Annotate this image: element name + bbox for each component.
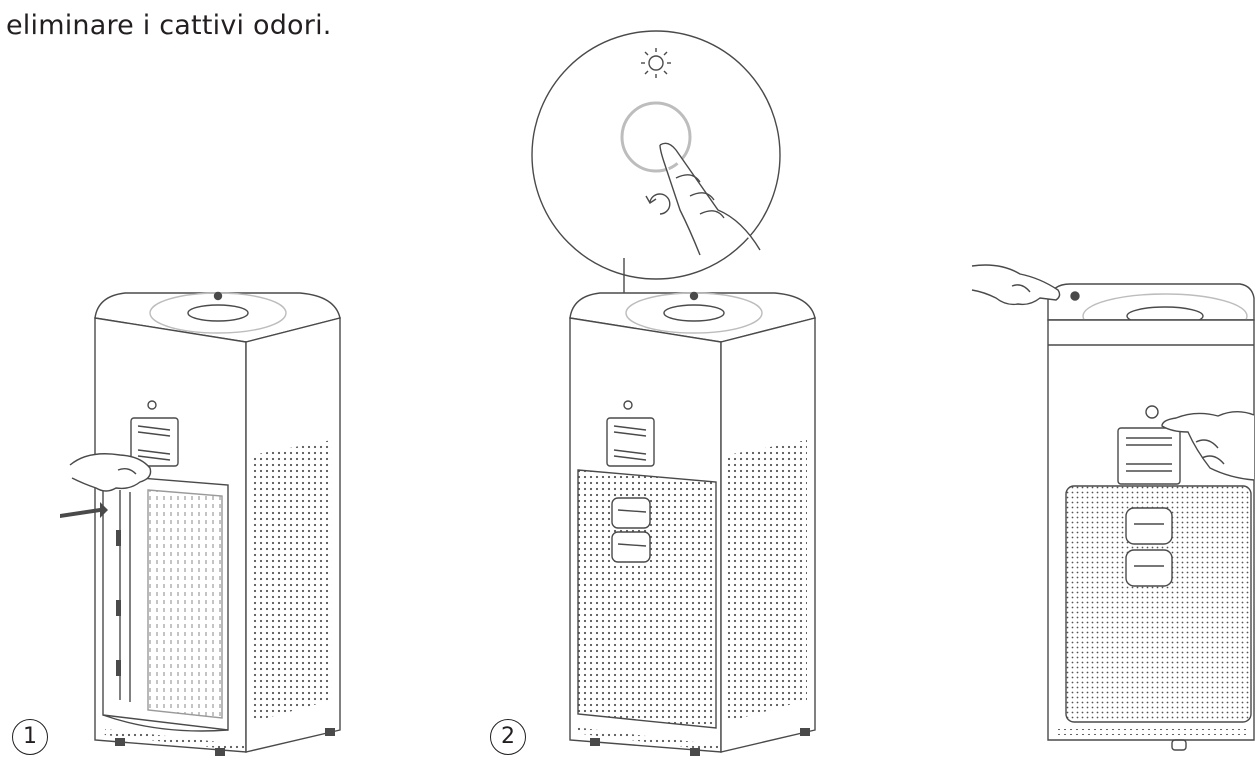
purifier-step3	[972, 265, 1254, 750]
purifier-step1	[60, 293, 340, 757]
purifier-step2	[532, 31, 815, 756]
step-number-2: 2	[490, 719, 526, 755]
step-number-1: 1	[12, 719, 48, 755]
